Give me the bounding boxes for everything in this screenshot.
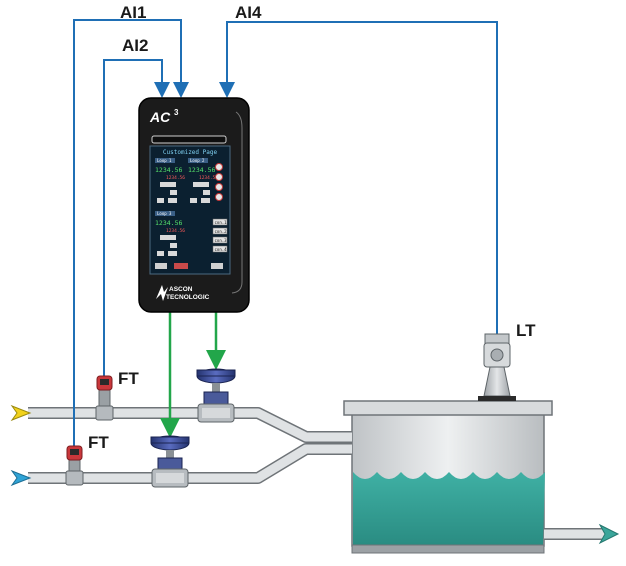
loop1-pv: 1234.56 [155,166,182,174]
inlet-flow-arrow-upper [10,404,32,422]
controller-status-bar [151,135,227,144]
ac3-controller: AC 3 Customized Page Loop 1 1234.56 1234… [138,97,250,313]
loop2-pv: 1234.56 [188,166,215,174]
ai2-label: AI2 [122,36,148,55]
loop3-label: Loop 3 [157,211,172,216]
con-button-2: con.2 [215,229,228,234]
signal-wiring [73,19,498,448]
control-valve-lower [150,435,190,488]
lt-label: LT [516,321,536,340]
con-button-3: con.3 [215,238,228,243]
loop3-pv: 1234.56 [155,219,182,227]
brand-line-2: TECNOLOGIC [166,294,210,301]
inlet-flow-arrow-lower [10,469,32,487]
loop2-label: Loop 2 [190,158,205,163]
ai4-signal-line [219,21,498,334]
controller-model-sup: 3 [174,108,179,117]
brand-line-1: ASCON [169,286,193,293]
ai1-signal-line [73,19,189,448]
controller-screen: Customized Page Loop 1 1234.56 1234.56 L… [149,145,231,275]
outlet-flow-arrow [598,523,620,545]
con-button-1: con.1 [215,220,228,225]
control-valve-upper [196,368,236,423]
con-button-4: con.4 [215,247,228,252]
loop2-sp: 1234.56 [199,175,218,181]
loop3-sp: 1234.56 [166,228,185,234]
piping [28,407,604,540]
ai1-label: AI1 [120,3,146,22]
ft-lower-label: FT [88,433,109,452]
loop1-label: Loop 1 [157,158,172,163]
flow-transmitter-upper [95,375,114,421]
ai4-label: AI4 [235,3,262,22]
storage-tank [343,400,553,554]
screen-title: Customized Page [163,149,218,156]
level-transmitter [478,333,516,401]
flow-transmitter-lower [65,445,84,486]
ft-upper-label: FT [118,369,139,388]
tank-liquid [353,472,545,545]
ai2-signal-line [103,59,170,378]
output-wiring [160,312,226,438]
ascon-logo-icon [156,285,168,301]
loop1-sp: 1234.56 [166,175,185,181]
controller-model: AC [149,109,171,125]
